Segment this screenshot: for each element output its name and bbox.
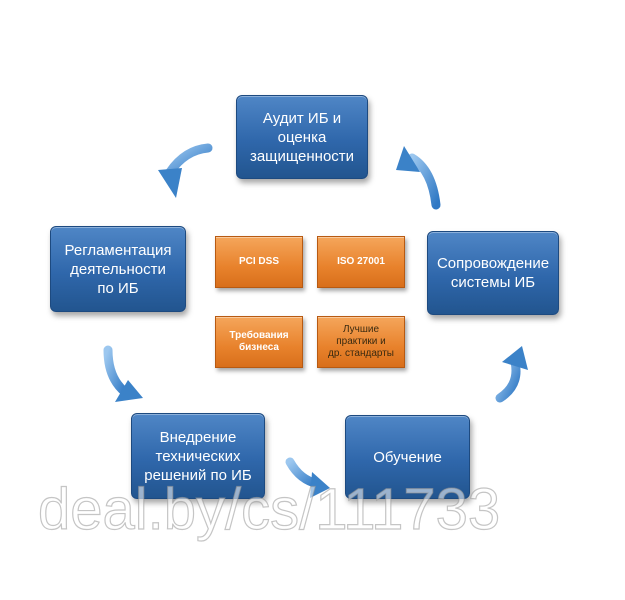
watermark-text: deal.by/cs/111733 bbox=[37, 477, 501, 542]
arrow-head-audit-to-regulation bbox=[158, 168, 182, 198]
best-practices-box: Лучшие практики и др. стандарты bbox=[317, 316, 405, 368]
business-requirements-box: Требования бизнеса bbox=[215, 316, 303, 368]
arrow-head-training-to-support bbox=[502, 346, 528, 370]
pci-dss-box: PCI DSS bbox=[215, 236, 303, 288]
arrow-regulation-to-implementation bbox=[103, 345, 130, 397]
arrow-head-regulation-to-implementation bbox=[115, 380, 143, 402]
implementation-box: Внедрение технических решений по ИБ bbox=[131, 413, 265, 499]
support-box: Сопровождение системы ИБ bbox=[427, 231, 559, 315]
arrow-training-to-support bbox=[495, 357, 521, 403]
arrow-audit-to-regulation bbox=[165, 143, 213, 177]
arrow-head-support-to-audit bbox=[396, 146, 420, 172]
regulation-box: Регламентация деятельности по ИБ bbox=[50, 226, 186, 312]
arrow-head-implementation-to-training bbox=[310, 472, 330, 498]
iso-27001-box: ISO 27001 bbox=[317, 236, 405, 288]
arrow-support-to-audit bbox=[407, 153, 441, 210]
training-box: Обучение bbox=[345, 415, 470, 499]
audit-box: Аудит ИБ и оценка защищенности bbox=[236, 95, 368, 179]
